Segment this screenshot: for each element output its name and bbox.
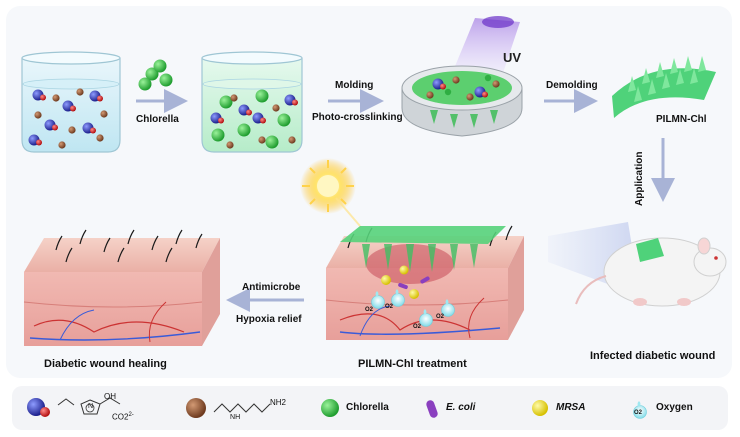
healing-label: Diabetic wound healing <box>44 358 167 370</box>
demolding-label: Demolding <box>546 80 598 91</box>
oxygen-bubble-label: O2 <box>436 314 445 320</box>
microneedle-patch <box>612 56 716 118</box>
oxygen-bubble-label: O2 <box>365 307 374 313</box>
treatment-label: PILMN-Chl treatment <box>358 358 467 370</box>
healed-skin-block <box>23 229 220 346</box>
molding-label: Molding <box>335 80 374 91</box>
legend-formula: CO22- <box>112 412 134 422</box>
photo-crosslinking-label: Photo-crosslinking <box>312 112 403 123</box>
legend-nh-atoms: NH <box>230 414 241 421</box>
patch-label: PILMN-Chl <box>656 114 707 125</box>
application-label: Application <box>634 151 645 206</box>
treated-skin-block <box>325 225 524 340</box>
monomer-beaker <box>21 51 121 153</box>
uv-label: UV <box>503 50 522 65</box>
legend-oxygen-label: Oxygen <box>656 402 693 413</box>
legend-oxygen-symbol: O2 <box>634 410 643 416</box>
uv-curing-mold <box>401 16 523 137</box>
legend-mrsa-swatch <box>532 400 548 416</box>
legend-ecoli-label: E. coli <box>446 402 476 413</box>
legend-chlorella-label: Chlorella <box>346 402 389 413</box>
legend-oh-group: OH <box>104 392 116 401</box>
light-ray <box>335 197 361 227</box>
hypoxia-relief-label: Hypoxia relief <box>236 314 302 325</box>
legend-nh2-group: NH2 <box>270 398 287 407</box>
chlorella-step-label: Chlorella <box>136 114 179 125</box>
infected-mouse <box>575 237 727 307</box>
chlorella-beaker <box>201 51 303 153</box>
infected-wound-label: Infected diabetic wound <box>590 350 716 362</box>
oxygen-bubble-label: O2 <box>385 304 394 310</box>
antimicrobe-label: Antimicrobe <box>242 282 301 293</box>
legend-mrsa-label: MRSA <box>556 402 586 413</box>
sun-icon <box>300 158 356 214</box>
legend-n-plus: N <box>88 403 94 410</box>
legend-chlorella-swatch <box>321 399 339 417</box>
legend-panel <box>12 386 728 430</box>
oxygen-bubble-label: O2 <box>413 324 422 330</box>
legend-amide-monomer <box>186 398 271 418</box>
chlorella-addition-arrow <box>136 59 188 113</box>
legend-ecoli-swatch <box>426 400 438 418</box>
legend-ionic-monomer <box>27 397 121 417</box>
